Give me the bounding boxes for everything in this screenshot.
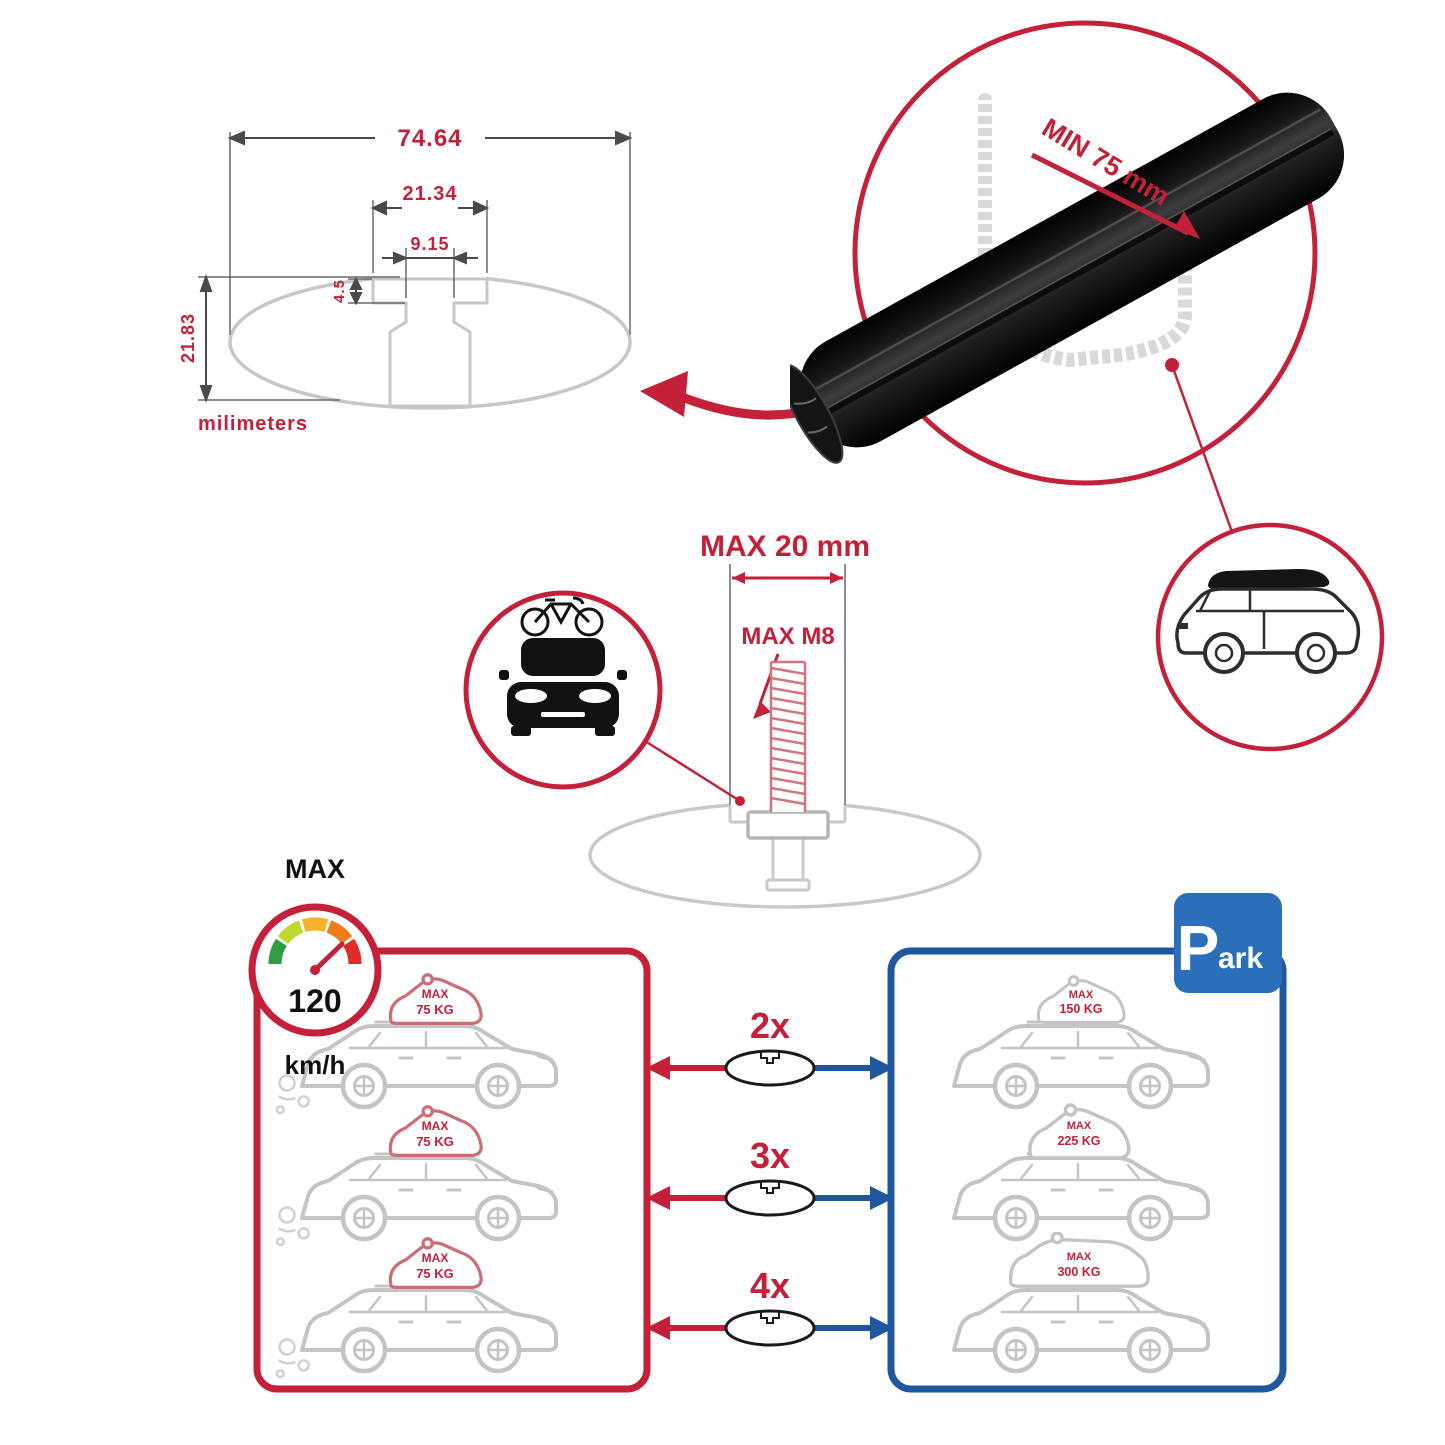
moving-car-row-1: MAX 75 KG: [275, 973, 556, 1115]
bolt-thread-arrow-head: [753, 701, 771, 719]
bolt-t-head: [746, 810, 830, 840]
bike-circle-callout-line: [644, 739, 741, 803]
crossbar-detail-scene: MIN 75 mm: [790, 20, 1385, 752]
car-front-icon: [499, 638, 627, 736]
dimension-lines: [199, 130, 633, 403]
right-arrow-head: [870, 1056, 894, 1080]
crossbar-profile-icon: [724, 1049, 816, 1087]
quantity-label: 4x: [750, 1265, 790, 1306]
cargo-load-label: 75 KG: [416, 1266, 454, 1281]
profile-slot-lines: [728, 805, 847, 892]
gauge-pivot: [310, 965, 320, 975]
dim-step-depth: 4.5: [331, 279, 348, 303]
parked-car-row-3: MAX 300 KG: [954, 1232, 1208, 1371]
quantity-row-2: 3x: [646, 1135, 894, 1217]
profile-dimension-drawing: 74.64 21.34 9.15 4.5 21.83 milimeters: [178, 125, 633, 435]
dim-total-width: 74.64: [397, 125, 462, 152]
gauge-arc-segments: [268, 917, 362, 965]
cargo-load-label: 75 KG: [416, 1134, 454, 1149]
right-arrow-head: [870, 1316, 894, 1340]
parked-car-row-2: MAX 225 KG: [954, 1103, 1208, 1239]
quantity-label: 2x: [750, 1005, 790, 1046]
profile-arc-mask: [374, 266, 486, 280]
crossbar-profile-icon: [724, 1309, 816, 1347]
gauge-unit: km/h: [285, 1050, 346, 1080]
units-label: milimeters: [198, 413, 308, 435]
cargo-max-label: MAX: [422, 987, 449, 1001]
bolt-width-label: MAX 20 mm: [700, 530, 870, 563]
bike-circle-callout-dot: [735, 796, 745, 806]
gauge-max-label: MAX: [285, 854, 345, 884]
right-arrow-head: [870, 1186, 894, 1210]
arrow-head: [640, 371, 688, 417]
cargo-load-label: 75 KG: [416, 1002, 454, 1017]
cargo-load-label: 150 KG: [1059, 1002, 1102, 1016]
min-span-arrow-line: [1030, 152, 1190, 236]
zoom-circle-outline: [852, 20, 1318, 486]
dim-slot-width: 9.15: [410, 234, 449, 254]
callout-line: [1170, 364, 1234, 533]
moving-cars-panel: MAX 75 KG MAX 75 KG MAX 75 KG: [253, 947, 651, 1393]
quantity-label: 3x: [750, 1135, 790, 1176]
gauge-needle: [312, 941, 345, 973]
dim-height: 21.83: [178, 313, 198, 363]
parking-sign-p: P: [1177, 912, 1220, 984]
suv-roofbox-illustration: [1175, 569, 1361, 674]
min-span-arrow-head: [1174, 211, 1200, 239]
car-front-bike-illustration: [499, 596, 627, 736]
quantity-row-3: 4x: [646, 1265, 894, 1347]
cargo-max-label: MAX: [1069, 989, 1094, 1001]
dim-channel-width: 21.34: [402, 183, 457, 205]
cargo-load-label: 225 KG: [1057, 1134, 1100, 1148]
left-arrow-head: [646, 1056, 670, 1080]
bolt-spec-scene: MAX 20 mm MAX M8: [463, 530, 982, 909]
profile-t-slot-channel: [371, 277, 489, 408]
cargo-max-label: MAX: [422, 1251, 449, 1265]
parked-car-row-1: MAX 150 KG: [954, 975, 1208, 1107]
cargo-max-label: MAX: [1067, 1251, 1092, 1263]
quantity-row-1: 2x: [646, 1005, 894, 1087]
bolt-width-dim: [732, 572, 843, 584]
crossbar-end-cap: [790, 364, 844, 464]
moving-car-row-3: MAX 75 KG: [275, 1237, 556, 1379]
moving-car-row-2: MAX 75 KG: [275, 1105, 556, 1247]
extension-lines: [198, 132, 631, 401]
parking-sign-board: [1174, 893, 1282, 993]
cargo-load-label: 300 KG: [1057, 1265, 1100, 1279]
bar-quantity-arrows: 2x 3x 4x: [646, 1005, 894, 1347]
parking-sign: P ark: [1174, 893, 1282, 993]
bolt-guide-lines: [729, 564, 846, 805]
parked-cars-panel: MAX 150 KG MAX 225 KG MAX 300 KG P ark: [887, 893, 1287, 1393]
roofbox-icon: [1208, 569, 1330, 589]
parking-sign-ark: ark: [1218, 942, 1263, 975]
speed-limit-gauge: MAX 120 km/h: [248, 854, 382, 1080]
left-arrow-head: [646, 1186, 670, 1210]
bolt-thread-label: MAX M8: [741, 623, 834, 650]
bolt-threaded-rod: [769, 660, 807, 812]
crossbar-3d: [790, 92, 1345, 464]
gauge-value: 120: [288, 983, 341, 1019]
left-arrow-head: [646, 1316, 670, 1340]
cargo-max-label: MAX: [1067, 1120, 1092, 1132]
bicycle-icon: [520, 596, 604, 637]
crossbar-profile-icon: [724, 1179, 816, 1217]
cargo-max-label: MAX: [422, 1119, 449, 1133]
